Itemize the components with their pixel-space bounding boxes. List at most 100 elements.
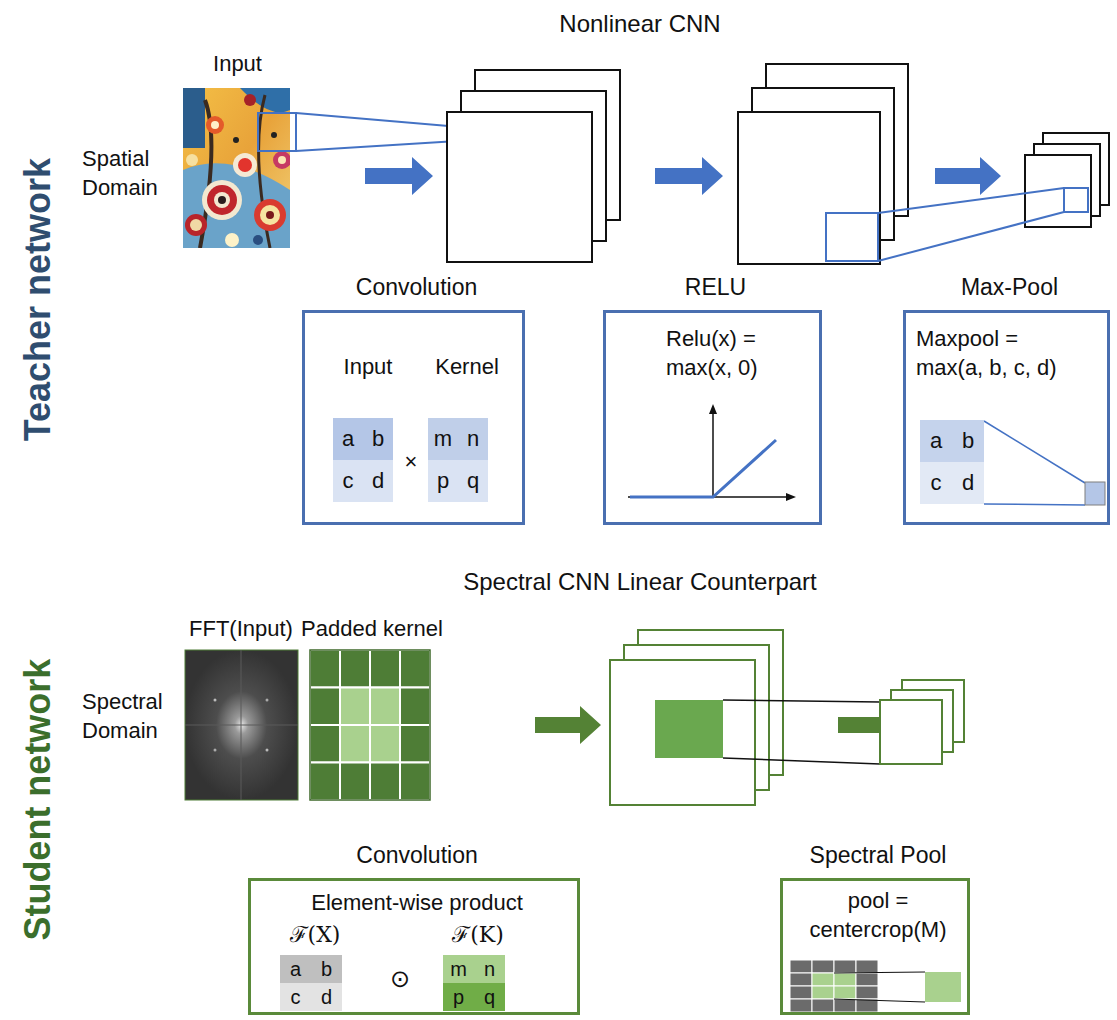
input-image [225, 233, 239, 247]
pool-window [826, 213, 878, 261]
input-image [186, 154, 198, 166]
grid-cell: a [920, 420, 952, 462]
input-image [214, 192, 230, 208]
spectral-pool-grid [812, 999, 834, 1012]
padded-kernel-grid [340, 688, 370, 726]
spectral-pool-grid [856, 973, 878, 986]
input-image [254, 199, 286, 231]
input-image [278, 156, 286, 164]
relu-plot [630, 440, 776, 497]
image-label: FFT(Input) [176, 615, 306, 644]
spectral-pool-grid [790, 986, 812, 999]
spectral-pool-grid [812, 960, 834, 973]
grid-cell: c [333, 460, 363, 502]
padded-kernel-grid [310, 650, 340, 688]
grid-cell: n [474, 955, 505, 983]
input-image [207, 185, 237, 215]
input-image [202, 180, 242, 220]
input-image [253, 235, 263, 245]
grid-cell: d [311, 983, 342, 1011]
spectral-map-stack [610, 630, 964, 805]
input-image [211, 121, 219, 129]
maxpool-leader [984, 504, 1085, 505]
operator-symbol: ⊙ [383, 964, 417, 995]
section-title: Nonlinear CNN [440, 8, 840, 39]
feature-map-stack [738, 112, 880, 264]
grid-cell: b [363, 418, 393, 460]
section-title: Spectral CNN Linear Counterpart [380, 566, 900, 597]
fft-image [266, 749, 269, 752]
receptive-field [258, 113, 296, 151]
grid-cell: p [428, 460, 458, 502]
spectral-pool-grid [834, 999, 856, 1012]
padded-kernel-grid [400, 688, 430, 726]
grid-cell: d [363, 460, 393, 502]
domain-label: Spatial Domain [82, 145, 178, 202]
box-text: Kernel [417, 353, 517, 382]
box-heading: Convolution [255, 273, 578, 303]
domain-label: Spectral Domain [82, 688, 182, 745]
padded-kernel-grid [370, 688, 400, 726]
grid-cell: c [280, 983, 311, 1011]
input-image [271, 132, 277, 138]
spectral-pool-leader [834, 972, 961, 1002]
operator-symbol: × [396, 448, 426, 477]
grid-cell: b [952, 420, 984, 462]
padded-kernel-grid [370, 763, 400, 801]
input-image [185, 214, 207, 236]
spectral-pool-grid [790, 960, 878, 1012]
padded-kernel-grid [400, 725, 430, 763]
padded-kernel-grid [310, 763, 340, 801]
input-image [233, 153, 257, 177]
padded-kernel-grid [340, 763, 370, 801]
fft-image [214, 699, 217, 702]
box-text: ℱ(X) [273, 921, 357, 950]
maxpool-leader [1085, 482, 1105, 505]
crop-region [723, 758, 880, 764]
box-text: ℱ(K) [436, 921, 520, 950]
fft-image [266, 699, 269, 702]
grid-cell: m [428, 418, 458, 460]
grid-cell: a [280, 955, 311, 983]
box-text: Element-wise product [261, 889, 573, 918]
spectral-pool-leader [834, 999, 925, 1002]
padded-kernel-grid [310, 650, 430, 800]
input-image [260, 205, 280, 225]
box-text: pool = centercrop(M) [793, 887, 963, 944]
input-image [183, 163, 290, 248]
grid-cell: q [474, 983, 505, 1011]
spectral-pool-grid [790, 960, 812, 973]
spectral-pool-leader [834, 972, 925, 973]
pool-window [826, 188, 1088, 261]
flow-arrow [655, 157, 723, 195]
box-text: Input [323, 353, 413, 382]
pool-window [1064, 188, 1088, 212]
spectral-map-stack [880, 700, 942, 764]
spectral-map-stack [880, 700, 942, 764]
spectral-pool-grid [834, 973, 856, 986]
grid-cell: b [311, 955, 342, 983]
pool-window [878, 188, 1064, 213]
box-heading: Convolution [201, 841, 633, 871]
input-image [273, 151, 290, 169]
process-box: Spectral Poolpool = centercrop(M) [780, 878, 970, 1015]
crop-region [655, 700, 723, 758]
input-image [238, 158, 252, 172]
padded-kernel-grid [370, 650, 400, 688]
padded-kernel-grid [310, 688, 340, 726]
feature-map-stack [447, 64, 1109, 264]
relu-plot [709, 404, 717, 414]
grid-cell: m [443, 955, 474, 983]
spectral-map-stack [610, 660, 755, 805]
spectral-pool-grid [790, 973, 812, 986]
relu-plot [712, 412, 714, 497]
input-image [218, 196, 226, 204]
input-image [244, 94, 256, 106]
grid-cell: p [443, 983, 474, 1011]
box-text: Relu(x) = max(x, 0) [666, 325, 770, 382]
maxpool-leader [984, 421, 1105, 505]
network-label: Teacher network [16, 110, 59, 490]
box-heading: Max-Pool [856, 273, 1117, 303]
